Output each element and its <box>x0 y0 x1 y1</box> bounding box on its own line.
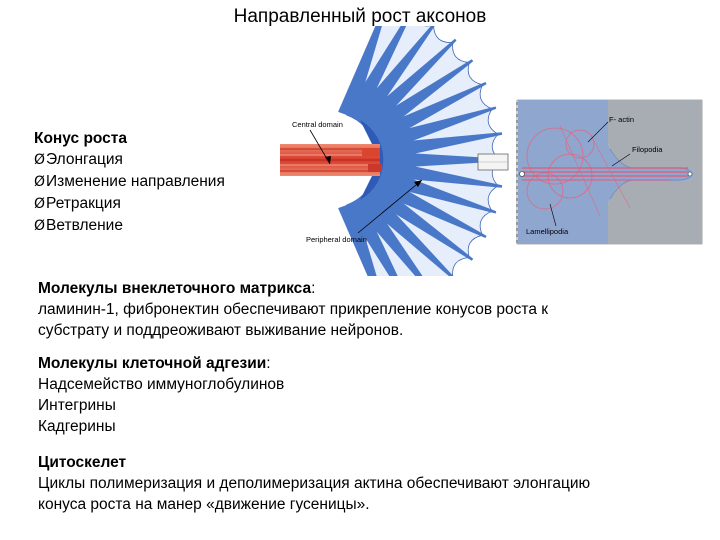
adhesion-line: Интегрины <box>38 397 116 414</box>
f-actin-label: F- actin <box>609 115 634 124</box>
list-item: ØЭлонгация <box>34 151 123 168</box>
fan-ray <box>364 59 474 140</box>
peripheral-domain-pointer <box>357 179 423 234</box>
inset-panel: F- actin Filopodia Lamellipodia <box>516 99 703 245</box>
fan-ray <box>352 192 423 276</box>
arrow-bullet-icon: Ø <box>34 218 46 234</box>
adhesion-section: Молекулы клеточной адгезии: Надсемейство… <box>38 355 285 435</box>
list-item: ØИзменение направления <box>34 173 225 190</box>
central-domain-label: Central domain <box>292 120 343 129</box>
fan-ray <box>358 186 454 276</box>
axon-shaft <box>280 144 382 176</box>
fan-ray <box>364 180 474 261</box>
growth-cone-diagram: F- actin Filopodia Lamellipodia Central … <box>280 26 703 276</box>
cytoskeleton-heading: Цитоскелет <box>38 454 127 471</box>
fan-ray <box>352 26 435 128</box>
ecm-section: Молекулы внеклеточного матрикса: ламинин… <box>38 280 549 339</box>
fan-ray <box>378 151 504 169</box>
cytoskeleton-line: Циклы полимеризация и деполимеризация ак… <box>38 475 591 492</box>
lamellipodia-label: Lamellipodia <box>526 227 569 236</box>
list-item: ØВетвление <box>34 217 123 234</box>
adhesion-line: Надсемейство иммуноглобулинов <box>38 376 285 393</box>
page-title: Направленный рост аксонов <box>233 6 487 27</box>
fan-ray <box>338 202 377 276</box>
fan-ray <box>338 26 382 118</box>
fan-ray <box>358 38 457 134</box>
ecm-line: субстрату и поддреоживают выживание нейр… <box>38 322 404 339</box>
ecm-heading: Молекулы внеклеточного матрикса <box>38 280 312 297</box>
adhesion-heading: Молекулы клеточной адгезии <box>38 355 267 372</box>
adhesion-line: Кадгерины <box>38 418 116 435</box>
ecm-line: ламинин-1, фибронектин обеспечивают прик… <box>38 301 549 318</box>
growth-cone-list: Конус роста ØЭлонгация ØИзменение направ… <box>34 128 225 237</box>
cytoskeleton-line: конуса роста на манер «движение гусеницы… <box>38 496 370 513</box>
fan-ray <box>369 173 487 238</box>
peripheral-domain-label: Peripheral domain <box>306 235 367 244</box>
fan-ray <box>373 166 497 214</box>
arrow-bullet-icon: Ø <box>34 174 46 190</box>
fan-ray <box>345 26 407 123</box>
filopodia-label: Filopodia <box>632 145 663 154</box>
growth-cone-heading: Конус роста <box>34 130 128 147</box>
fan-ray <box>369 82 487 147</box>
arrow-bullet-icon: Ø <box>34 196 46 212</box>
cytoskeleton-section: Цитоскелет Циклы полимеризация и деполим… <box>38 452 590 515</box>
list-item: ØРетракция <box>34 195 121 212</box>
arrow-bullet-icon: Ø <box>34 152 46 168</box>
growth-cone-fan <box>338 26 504 276</box>
fan-ray <box>376 158 503 188</box>
